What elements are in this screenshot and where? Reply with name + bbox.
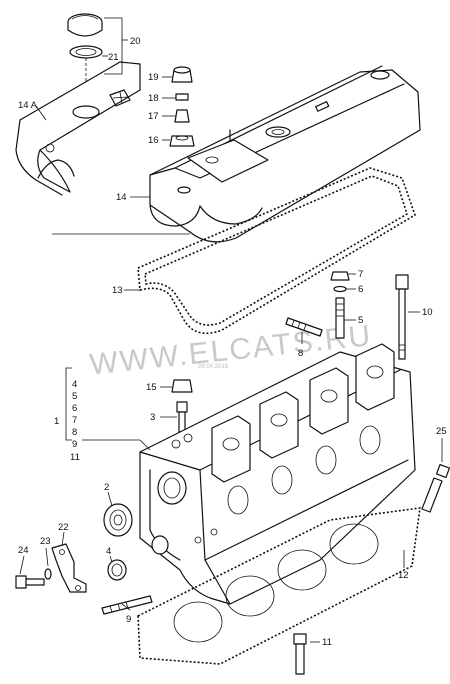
stud-3-part xyxy=(176,401,188,433)
callout-19: 19 xyxy=(148,72,159,83)
callout-10: 10 xyxy=(422,307,433,318)
cylinder-head-body-part xyxy=(139,343,416,605)
callout-17: 17 xyxy=(148,111,159,122)
callout-8: 8 xyxy=(298,348,303,359)
callout-13: 13 xyxy=(112,285,123,296)
spacer-17-part xyxy=(174,109,190,123)
washer-23-part xyxy=(44,568,52,580)
stud-8-part xyxy=(285,317,323,337)
grommet-19-part xyxy=(171,66,193,83)
bolt-24-part xyxy=(15,575,45,589)
callout-15: 15 xyxy=(146,382,157,393)
group1-item-9: 9 xyxy=(72,439,77,450)
valve-cover-gasket-13-part xyxy=(137,167,416,335)
callout-2: 2 xyxy=(104,482,109,493)
nut-16-part xyxy=(169,135,195,147)
plug-4-part xyxy=(107,559,127,581)
watermark-date: 28.04.2016 xyxy=(198,364,229,370)
washer-18-part xyxy=(175,93,189,101)
head-bolt-10-part xyxy=(395,274,409,360)
bracket-22-part xyxy=(51,543,87,593)
callout-23: 23 xyxy=(40,536,51,547)
group1-item-8: 8 xyxy=(72,427,77,438)
leader-lines xyxy=(19,17,443,643)
stud-9-part xyxy=(101,595,153,615)
callout-24: 24 xyxy=(18,545,29,556)
callout-18: 18 xyxy=(148,93,159,104)
group1-item-5: 5 xyxy=(72,391,77,402)
callout-6: 6 xyxy=(358,284,363,295)
washer-6-part xyxy=(333,285,347,293)
callout-4b: 4 xyxy=(106,546,111,557)
callout-16: 16 xyxy=(148,135,159,146)
group1-item-4: 4 xyxy=(72,379,77,390)
callout-3: 3 xyxy=(150,412,155,423)
callout-25: 25 xyxy=(436,426,447,437)
stud-5-part xyxy=(335,297,345,339)
head-gasket-12-part xyxy=(137,507,421,665)
callout-9b: 9 xyxy=(126,614,131,625)
camshaft-oil-seal-2-part xyxy=(103,503,133,537)
callout-5: 5 xyxy=(358,315,363,326)
oil-filler-cap-part xyxy=(67,13,103,37)
callout-22: 22 xyxy=(58,522,69,533)
callout-11b: 11 xyxy=(322,637,332,648)
bolt-25-part xyxy=(421,463,450,513)
nut-7-part xyxy=(330,271,350,281)
callout-14a: 14 A xyxy=(18,100,38,111)
callout-20: 20 xyxy=(130,36,141,47)
callout-7: 7 xyxy=(358,269,363,280)
callout-1: 1 xyxy=(54,416,59,427)
group1-item-7: 7 xyxy=(72,415,77,426)
nut-15-part xyxy=(171,379,193,393)
callout-14: 14 xyxy=(116,192,127,203)
filler-cap-seal-part xyxy=(69,45,103,59)
bolt-11-part xyxy=(293,633,307,675)
callout-12: 12 xyxy=(398,570,409,581)
group1-item-11: 11 xyxy=(70,452,80,463)
group1-item-6: 6 xyxy=(72,403,77,414)
callout-21: 21 xyxy=(108,52,119,63)
cylinder-head-cover-14-part xyxy=(149,65,421,243)
cylinder-head-cover-14a-part xyxy=(15,61,141,196)
